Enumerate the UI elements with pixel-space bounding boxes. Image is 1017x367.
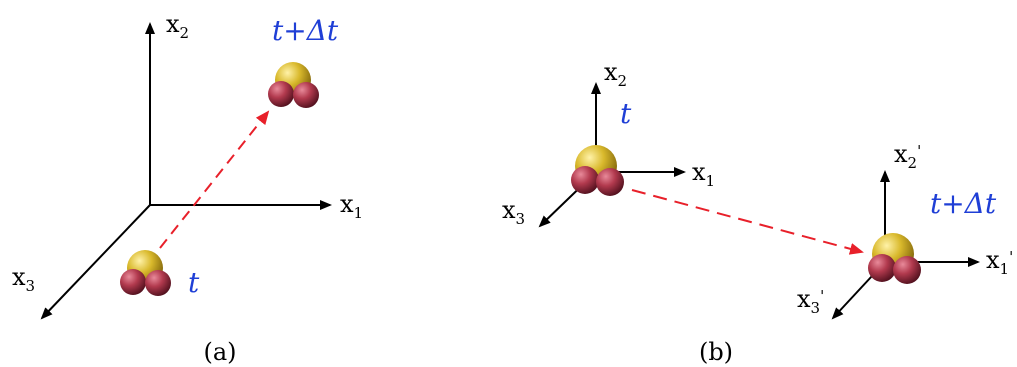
panel-b-caption: (b) [699, 338, 733, 366]
panel-b-molecule-start [571, 145, 624, 196]
panel-a-x1-label: x1 [340, 190, 363, 222]
oxygen-atom [293, 82, 319, 108]
panel-a-x2-label: x2 [166, 10, 189, 42]
panel-a-molecule-start [120, 250, 171, 296]
panel-a-molecule-end [268, 62, 319, 108]
oxygen-atom [145, 270, 171, 296]
oxygen-atom [120, 269, 146, 295]
oxygen-atom [268, 81, 294, 107]
panel-a-x3-axis [40, 204, 151, 320]
panel-b-molecule-end [868, 233, 921, 284]
panel-b-x2-label: x2 [604, 58, 627, 90]
panel-b-x3-label: x3 [502, 196, 525, 228]
panel-a-caption: (a) [203, 338, 236, 366]
oxygen-atom [868, 254, 896, 282]
panel-a-time-end-label: t+Δt [272, 14, 339, 47]
panel-b-x1-prime-label: x1' [986, 246, 1013, 278]
panel-a-x3-label: x3 [12, 263, 35, 295]
oxygen-atom [893, 256, 921, 284]
panel-b-time-start-label: t [620, 97, 632, 130]
oxygen-atom [596, 168, 624, 196]
oxygen-atom [571, 166, 599, 194]
panel-b-x2-prime-label: x2' [894, 140, 921, 172]
panel-b-x1-label: x1 [692, 158, 715, 190]
panel-b-displacement-arrow [631, 189, 864, 255]
panel-a-displacement-arrow [159, 110, 270, 249]
panel-a-time-start-label: t [188, 266, 200, 299]
panel-b-time-end-label: t+Δt [930, 187, 997, 220]
panel-b: x2 x1 x3 t x2' x1' [502, 58, 1013, 366]
panel-a: x2 x1 x3 t t+Δt (a) [12, 10, 363, 366]
panel-b-x3-prime-label: x3' [797, 285, 824, 317]
